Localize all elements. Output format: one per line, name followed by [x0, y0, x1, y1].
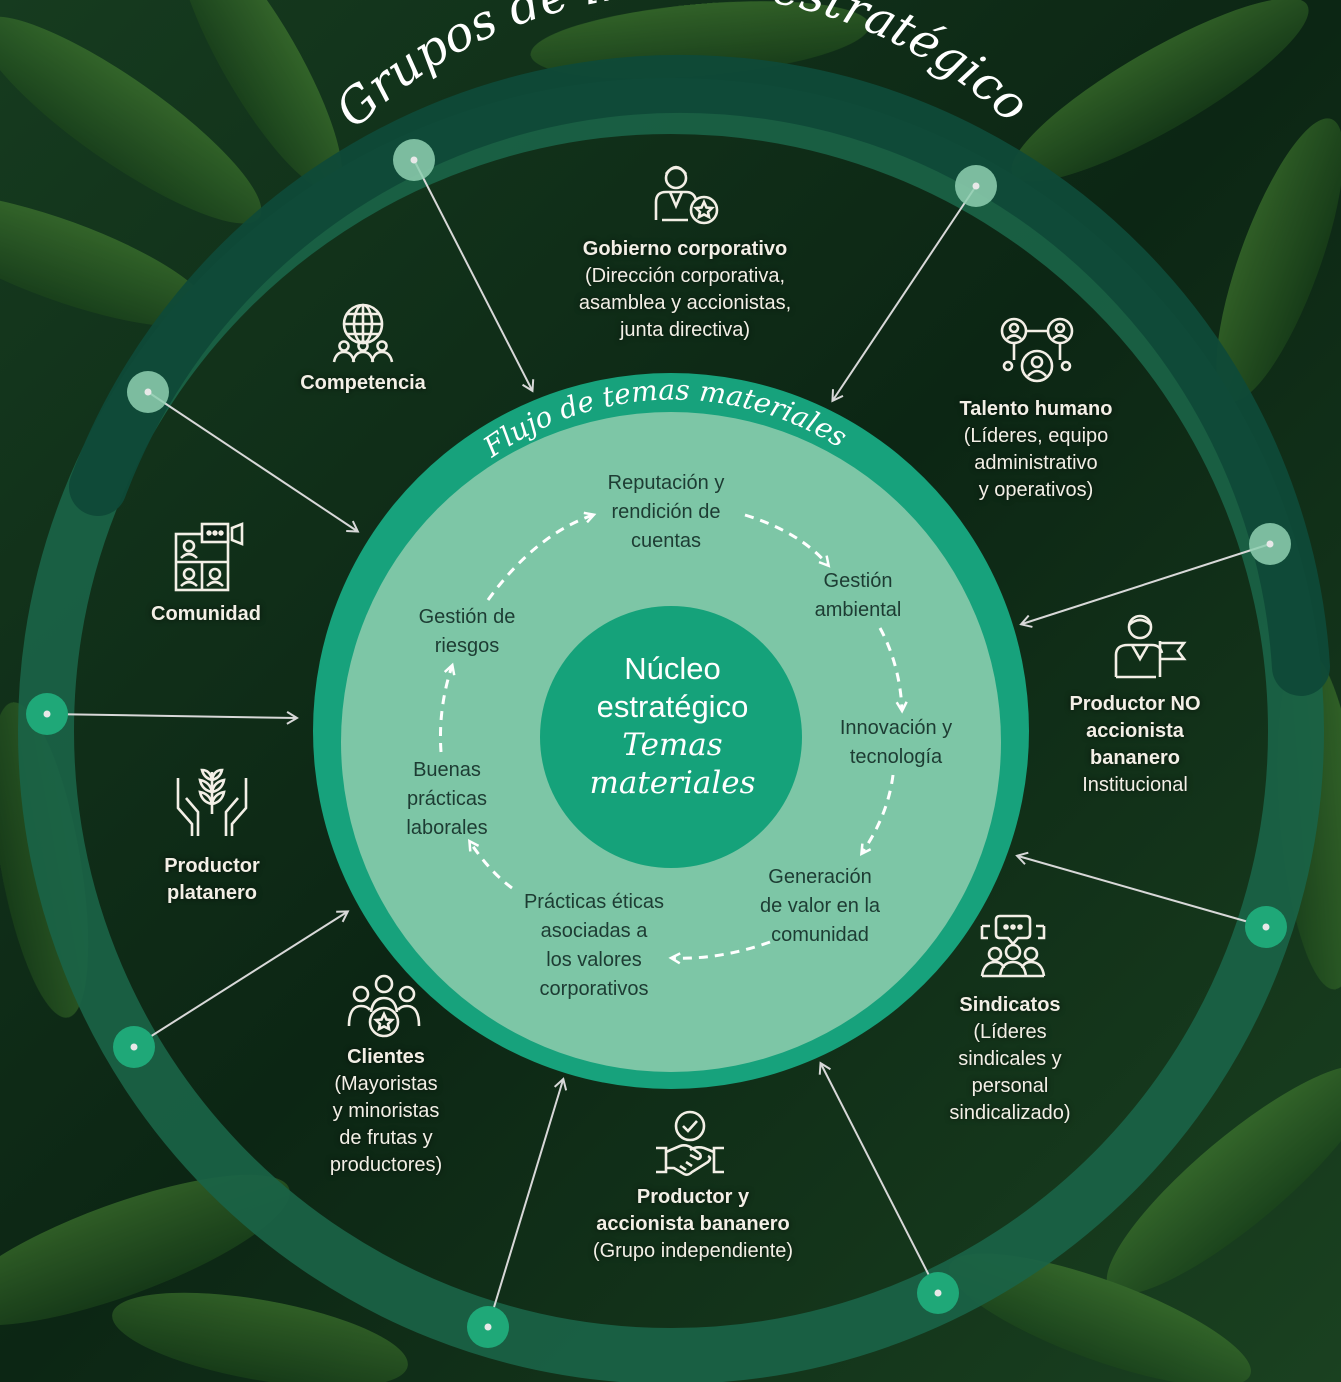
person-flag-icon [1114, 614, 1187, 679]
stakeholder-gobierno: Gobierno corporativo (Dirección corporat… [535, 236, 835, 344]
stakeholder-name: Talento humano [959, 398, 1113, 420]
stakeholder-name: Productor y accionista bananero [596, 1186, 790, 1235]
stakeholder-name: Comunidad [151, 603, 261, 625]
core-label: Núcleo estratégico Temas materiales [540, 650, 805, 802]
stakeholder-desc: (Grupo independiente) [592, 1240, 794, 1262]
stakeholder-name: Productor NO accionista bananero [1069, 693, 1201, 769]
flow-arrow [668, 940, 771, 965]
connector-line [46, 711, 299, 725]
stakeholder-desc: (Mayoristas y minoristas de frutas y pro… [329, 1073, 443, 1176]
flow-topic-gestion-riesgos: Gestión de riesgos [418, 606, 516, 657]
connector-line [413, 159, 535, 393]
flow-topic-reputacion: Reputación y rendición de cuentas [607, 472, 725, 552]
hands-plant-icon [176, 768, 248, 836]
core-line-3: Temas [622, 727, 723, 763]
flow-topic-generacion-valor: Generación de valor en la comunidad [759, 866, 881, 946]
stakeholder-competencia: Competencia [268, 370, 458, 397]
flow-arrow [859, 774, 895, 856]
connector-line [133, 910, 350, 1048]
connector-line [487, 1077, 568, 1328]
core-circle [540, 606, 802, 868]
stakeholder-comunidad: Comunidad [121, 601, 291, 628]
connector-line [831, 185, 977, 403]
stakeholder-platanero: Productor platanero [127, 853, 297, 907]
stakeholder-productor-accionista: Productor y accionista bananero (Grupo i… [545, 1184, 841, 1265]
flow-arrow [468, 839, 513, 890]
stakeholder-sindicatos: Sindicatos (Líderes sindicales y persona… [920, 992, 1100, 1127]
outer-ring-dark-arc [69, 54, 1330, 696]
team-network-icon [1000, 317, 1074, 383]
core-line-4: materiales [589, 765, 756, 801]
flow-arrow [744, 513, 831, 568]
stakeholder-name: Competencia [300, 372, 426, 394]
stakeholder-name: Sindicatos [959, 994, 1061, 1016]
stakeholder-productor-no: Productor NO accionista bananero Institu… [1040, 691, 1230, 799]
core-line-2: estratégico [596, 689, 749, 724]
stakeholder-name: Clientes [347, 1046, 425, 1068]
connector-line [1015, 851, 1267, 928]
stakeholder-talento: Talento humano (Líderes, equipo administ… [926, 396, 1146, 504]
connector-line [147, 391, 360, 533]
stakeholder-desc: (Dirección corporativa, asamblea y accio… [578, 265, 792, 341]
handshake-check-icon [656, 1110, 724, 1176]
flow-topic-buenas-practicas: Buenas prácticas laborales [406, 759, 488, 839]
group-chat-icon [980, 914, 1046, 978]
stakeholder-desc: (Líderes, equipo administrativo y operat… [963, 425, 1109, 501]
video-call-icon [174, 522, 244, 592]
flow-topic-gestion-ambiental: Gestión ambiental [814, 570, 902, 621]
stakeholder-name: Gobierno corporativo [582, 238, 788, 260]
flow-topic-innovacion: Innovación y tecnología [839, 717, 953, 768]
stakeholder-name: Productor platanero [164, 855, 260, 904]
group-star-icon [347, 974, 421, 1038]
flow-arrow [438, 662, 456, 753]
connector-line [1019, 543, 1271, 628]
connector-line [818, 1061, 939, 1294]
stakeholder-desc: (Líderes sindicales y personal sindicali… [949, 1021, 1071, 1124]
stakeholder-desc: Institucional [1082, 774, 1188, 796]
flow-topic-practicas-eticas: Prácticas éticas asociadas a los valores… [523, 891, 665, 1000]
globe-people-icon [332, 303, 394, 363]
person-star-icon [654, 165, 719, 225]
stakeholder-clientes: Clientes (Mayoristas y minoristas de fru… [296, 1044, 476, 1179]
flow-arrow [486, 511, 597, 601]
flow-arrow [878, 627, 908, 714]
core-line-1: Núcleo [624, 651, 721, 686]
